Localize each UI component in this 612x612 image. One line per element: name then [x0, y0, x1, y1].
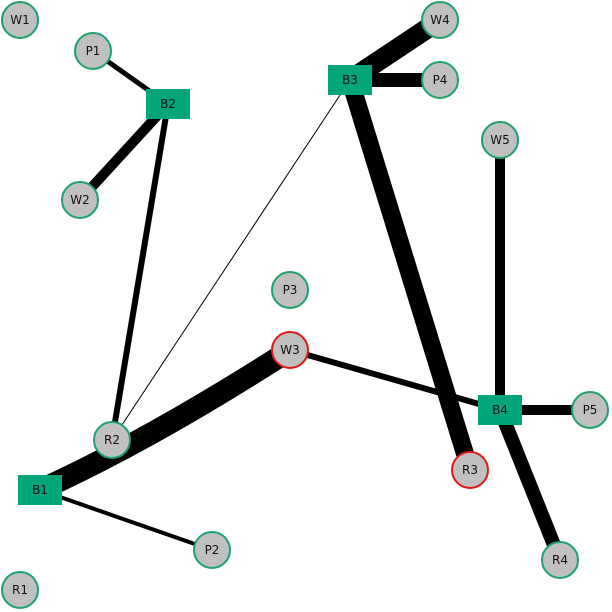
node-label: W5: [490, 133, 510, 147]
square-node-shape: [478, 395, 522, 425]
circle-node-shape: [61, 181, 99, 219]
square-node-shape: [328, 65, 372, 95]
node-p4[interactable]: P4: [421, 61, 459, 99]
node-label: B3: [342, 73, 358, 87]
node-r1[interactable]: R1: [1, 571, 39, 609]
node-label: W1: [10, 13, 30, 27]
node-p2[interactable]: P2: [193, 531, 231, 569]
node-p3[interactable]: P3: [271, 271, 309, 309]
node-label: W3: [280, 343, 300, 357]
node-label: P1: [86, 44, 101, 58]
node-r3[interactable]: R3: [451, 451, 489, 489]
edge-w3-b4: [289, 347, 501, 413]
node-label: P3: [283, 283, 298, 297]
edge-b2-r2: [109, 103, 171, 441]
circle-node-shape: [193, 531, 231, 569]
edges-layer: [35, 11, 590, 563]
node-b3[interactable]: B3: [328, 65, 372, 95]
node-b1[interactable]: B1: [18, 475, 62, 505]
circle-node-shape: [481, 121, 519, 159]
node-label: P4: [433, 73, 448, 87]
edge-b3-r2: [111, 79, 351, 441]
node-r2[interactable]: R2: [93, 421, 131, 459]
highlighted-circle-node-shape: [271, 331, 309, 369]
node-w3[interactable]: W3: [271, 331, 309, 369]
node-label: B1: [32, 483, 48, 497]
edge-b2-w2: [76, 100, 172, 204]
edge-w3-b1: [35, 340, 296, 501]
circle-node-shape: [271, 271, 309, 309]
circle-node-shape: [1, 1, 39, 39]
edge-b1-p2: [39, 488, 213, 552]
node-label: B2: [160, 97, 176, 111]
node-w1[interactable]: W1: [1, 1, 39, 39]
circle-node-shape: [1, 571, 39, 609]
circle-node-shape: [541, 541, 579, 579]
node-label: W4: [430, 13, 450, 27]
circle-node-shape: [74, 32, 112, 70]
node-b2[interactable]: B2: [146, 89, 190, 119]
node-r4[interactable]: R4: [541, 541, 579, 579]
node-b4[interactable]: B4: [478, 395, 522, 425]
node-w4[interactable]: W4: [421, 1, 459, 39]
square-node-shape: [18, 475, 62, 505]
circle-node-shape: [421, 1, 459, 39]
circle-node-shape: [571, 391, 609, 429]
node-label: R4: [552, 553, 568, 567]
node-label: P2: [205, 543, 220, 557]
node-label: W2: [70, 193, 90, 207]
highlighted-circle-node-shape: [451, 451, 489, 489]
node-label: R1: [12, 583, 28, 597]
node-label: R2: [104, 433, 120, 447]
node-w2[interactable]: W2: [61, 181, 99, 219]
edge-b3-r3: [341, 77, 479, 473]
node-label: B4: [492, 403, 508, 417]
circle-node-shape: [421, 61, 459, 99]
node-p5[interactable]: P5: [571, 391, 609, 429]
circle-node-shape: [93, 421, 131, 459]
node-label: P5: [583, 403, 598, 417]
node-label: R3: [462, 463, 478, 477]
square-node-shape: [146, 89, 190, 119]
node-p1[interactable]: P1: [74, 32, 112, 70]
node-w5[interactable]: W5: [481, 121, 519, 159]
edge-b4-r4: [493, 407, 567, 563]
